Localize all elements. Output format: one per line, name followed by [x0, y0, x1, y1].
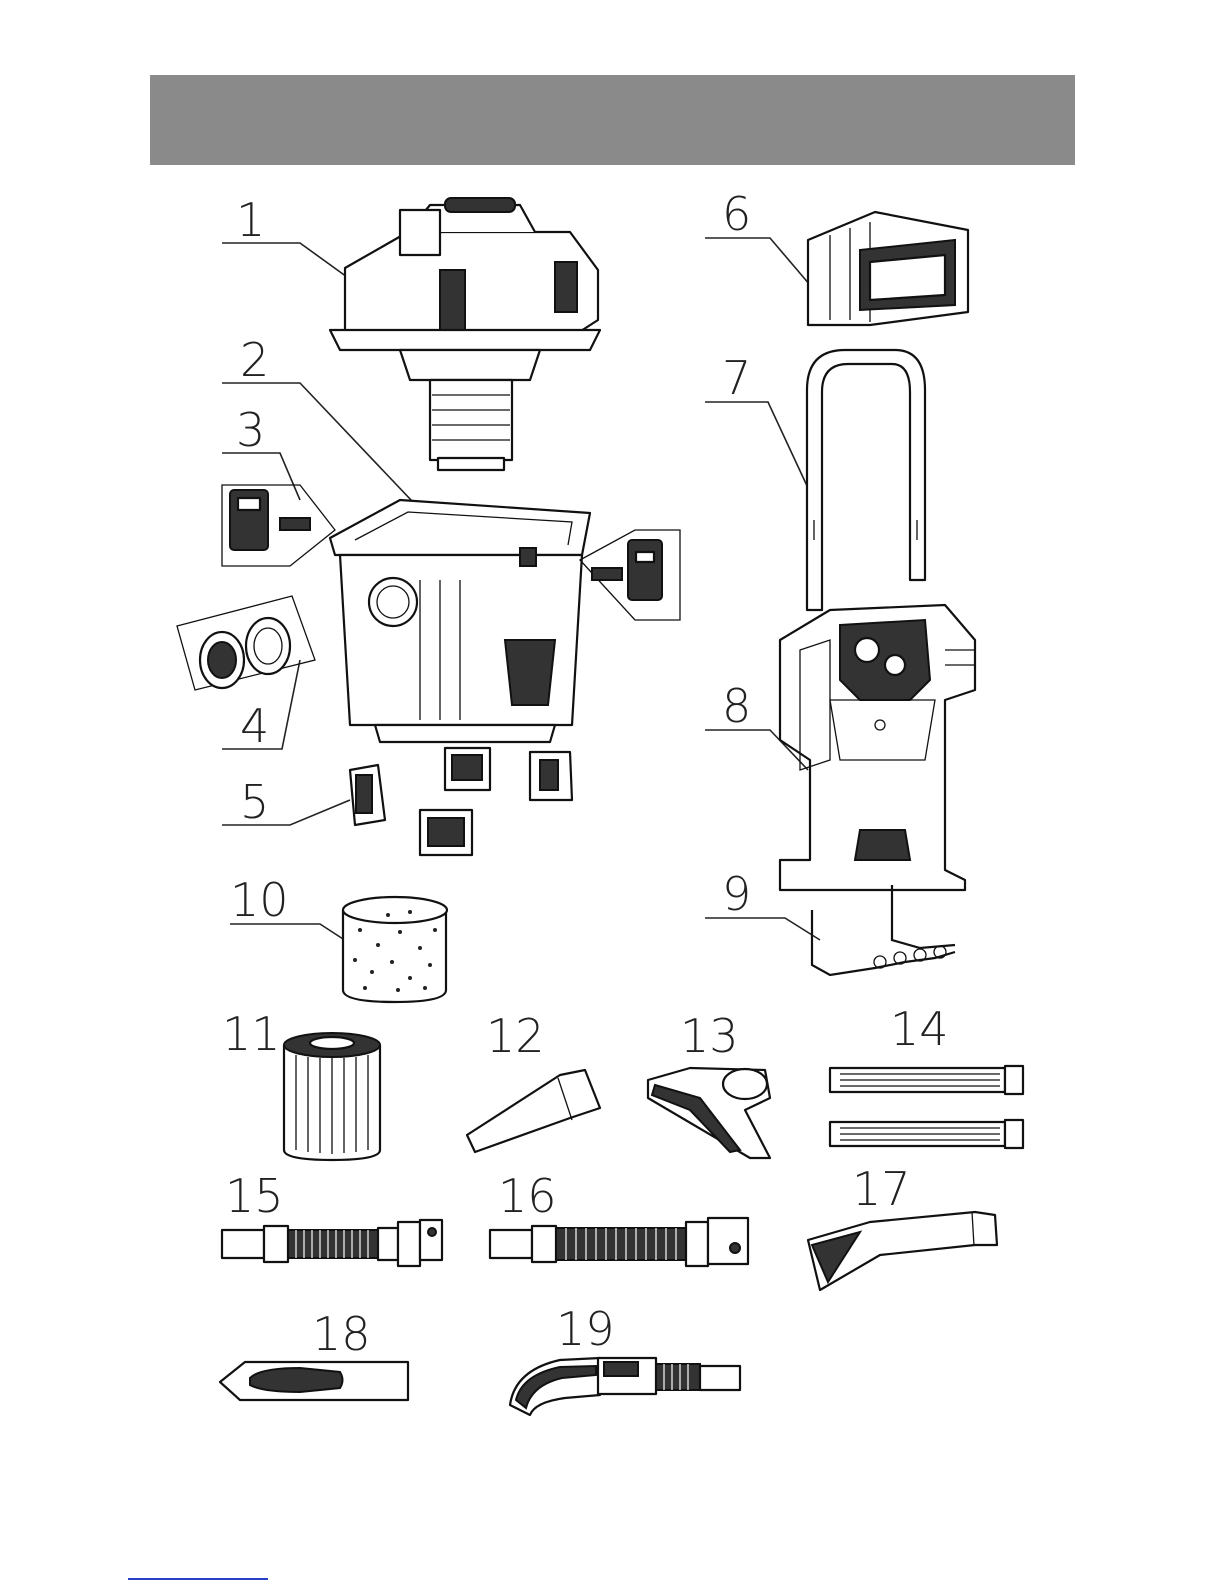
part-11-cartridge-filter: 11: [222, 1007, 380, 1160]
leader-line-10: [230, 924, 360, 950]
part-number-9: 9: [722, 867, 751, 921]
part-17-upholstery-tool: 17: [808, 1162, 997, 1290]
part-12-nozzle: 12: [467, 1009, 600, 1152]
part-16-long-hose: 16: [490, 1169, 748, 1266]
part-number-6: 6: [722, 187, 751, 241]
part-18-crevice-tool: 18: [220, 1307, 408, 1400]
part-8-dolly-frame: 8: [705, 605, 975, 890]
part-1-motor-head: 1: [222, 193, 600, 470]
part-number-13: 13: [680, 1009, 739, 1063]
part-number-18: 18: [312, 1307, 371, 1361]
part-number-12: 12: [486, 1009, 545, 1063]
part-number-4: 4: [240, 699, 269, 753]
part-number-15: 15: [225, 1169, 284, 1223]
part-6-hose-holder: 6: [705, 187, 968, 325]
part-15-short-hose: 15: [222, 1169, 442, 1266]
part-number-16: 16: [498, 1169, 557, 1223]
leader-line-1: [222, 243, 365, 290]
part-2-tank: 2: [222, 333, 590, 742]
leader-line-6: [705, 238, 810, 285]
part-number-10: 10: [230, 873, 289, 927]
part-number-19: 19: [556, 1302, 615, 1356]
part-number-3: 3: [236, 403, 265, 457]
part-number-1: 1: [236, 193, 265, 247]
part-19-handle-grip: 19: [510, 1302, 740, 1415]
part-4-inlet-rings: 4: [177, 596, 315, 753]
part-7-handle: 7: [705, 350, 925, 610]
leader-line-7: [705, 402, 808, 488]
part-14-extension-tubes: 14: [830, 1002, 1023, 1148]
part-number-5: 5: [240, 775, 269, 829]
part-10-foam-filter: 10: [230, 873, 447, 1002]
part-number-17: 17: [852, 1162, 911, 1216]
leader-line-9: [705, 918, 820, 940]
part-number-14: 14: [890, 1002, 949, 1056]
part-number-7: 7: [722, 351, 751, 405]
footer-link-underline[interactable]: [128, 1578, 268, 1580]
part-13-floor-tool: 13: [648, 1009, 770, 1158]
part-5-casters: 5: [222, 748, 572, 855]
part-number-8: 8: [722, 679, 751, 733]
part-number-11: 11: [222, 1007, 281, 1061]
part-number-2: 2: [240, 333, 269, 387]
